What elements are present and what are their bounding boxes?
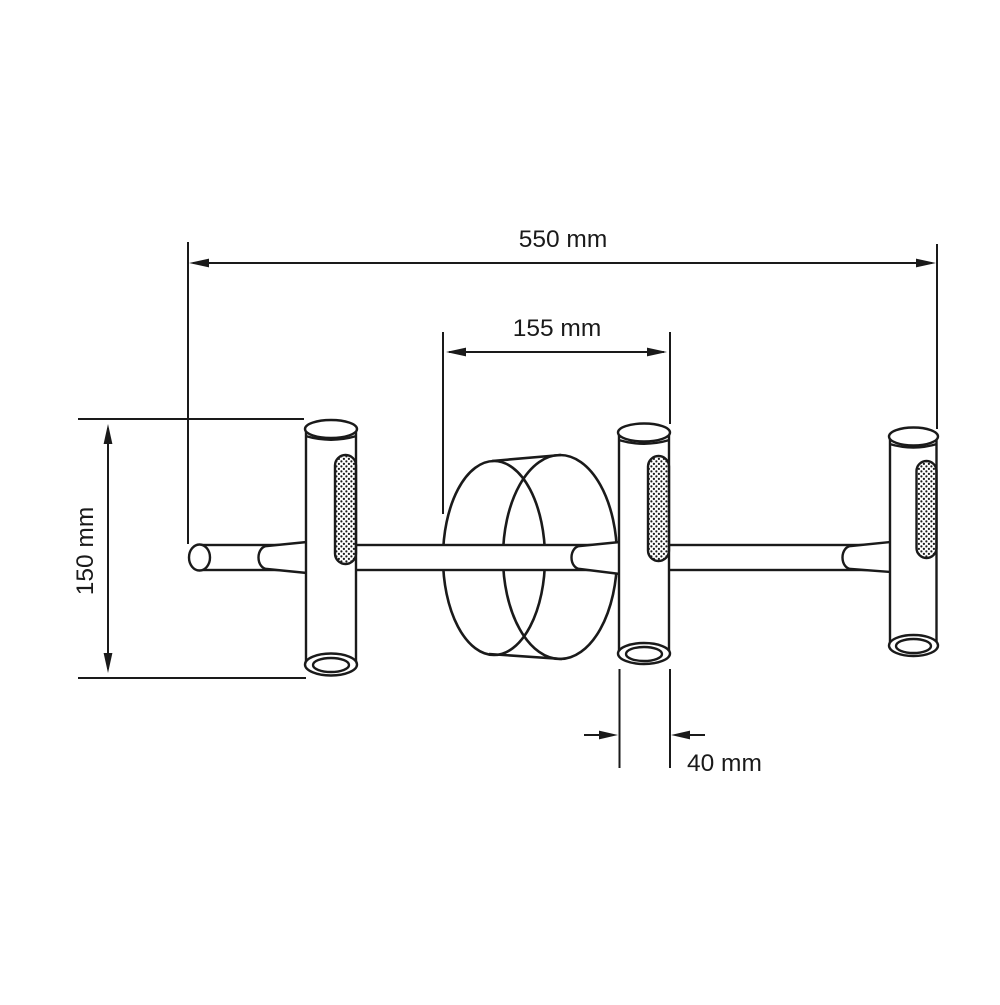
dimension-head-width: 40 mm	[584, 669, 762, 777]
lamp-head-left-top-cap	[303, 418, 359, 440]
lamp-head-right	[887, 426, 940, 658]
arrowhead-right	[647, 347, 667, 357]
horizontal-arm	[187, 540, 893, 576]
dimension-label-total-width: 550 mm	[519, 226, 608, 253]
arm-collar-center	[570, 540, 622, 576]
lamp-head-center	[616, 422, 672, 666]
lamp-head-right-cap-seam	[889, 442, 938, 449]
lamp-head-left-lens-ring	[311, 656, 351, 674]
lamp-head-left	[303, 418, 359, 677]
dimension-height: 150 mm	[72, 418, 306, 679]
arrowhead-top	[103, 424, 113, 444]
arm-collar-right	[841, 540, 893, 574]
dimension-label-height: 150 mm	[72, 507, 99, 596]
arrowhead-left	[599, 730, 618, 740]
lamp-head-left-cap-seam	[305, 434, 357, 441]
lamp-head-center-top-cap	[616, 422, 672, 443]
dimension-total-width: 550 mm	[187, 226, 938, 544]
arrowhead-left	[189, 258, 209, 268]
dimension-label-head-width: 40 mm	[687, 750, 762, 777]
lamp-head-right-lens-ring	[894, 637, 933, 655]
canopy-top-edge	[491, 453, 562, 463]
dimension-label-head-spacing: 155 mm	[513, 315, 602, 342]
lamp-head-center-cap-seam	[618, 438, 670, 445]
arrowhead-left	[446, 347, 466, 357]
arrowhead-right	[916, 258, 936, 268]
lamp-head-center-lens-ring	[624, 645, 664, 663]
lamp-head-center-grille	[646, 454, 671, 563]
lamp-head-right-top-cap	[887, 426, 940, 447]
arrowhead-right	[671, 730, 690, 740]
arm-end-cap	[187, 543, 212, 572]
arrowhead-bottom	[103, 653, 113, 673]
lamp-head-right-grille	[915, 459, 938, 560]
arm-collar-left	[257, 540, 309, 575]
canopy-bottom-edge	[488, 652, 563, 661]
lamp-head-left-grille	[333, 453, 358, 566]
dimension-head-spacing: 155 mm	[442, 315, 671, 514]
